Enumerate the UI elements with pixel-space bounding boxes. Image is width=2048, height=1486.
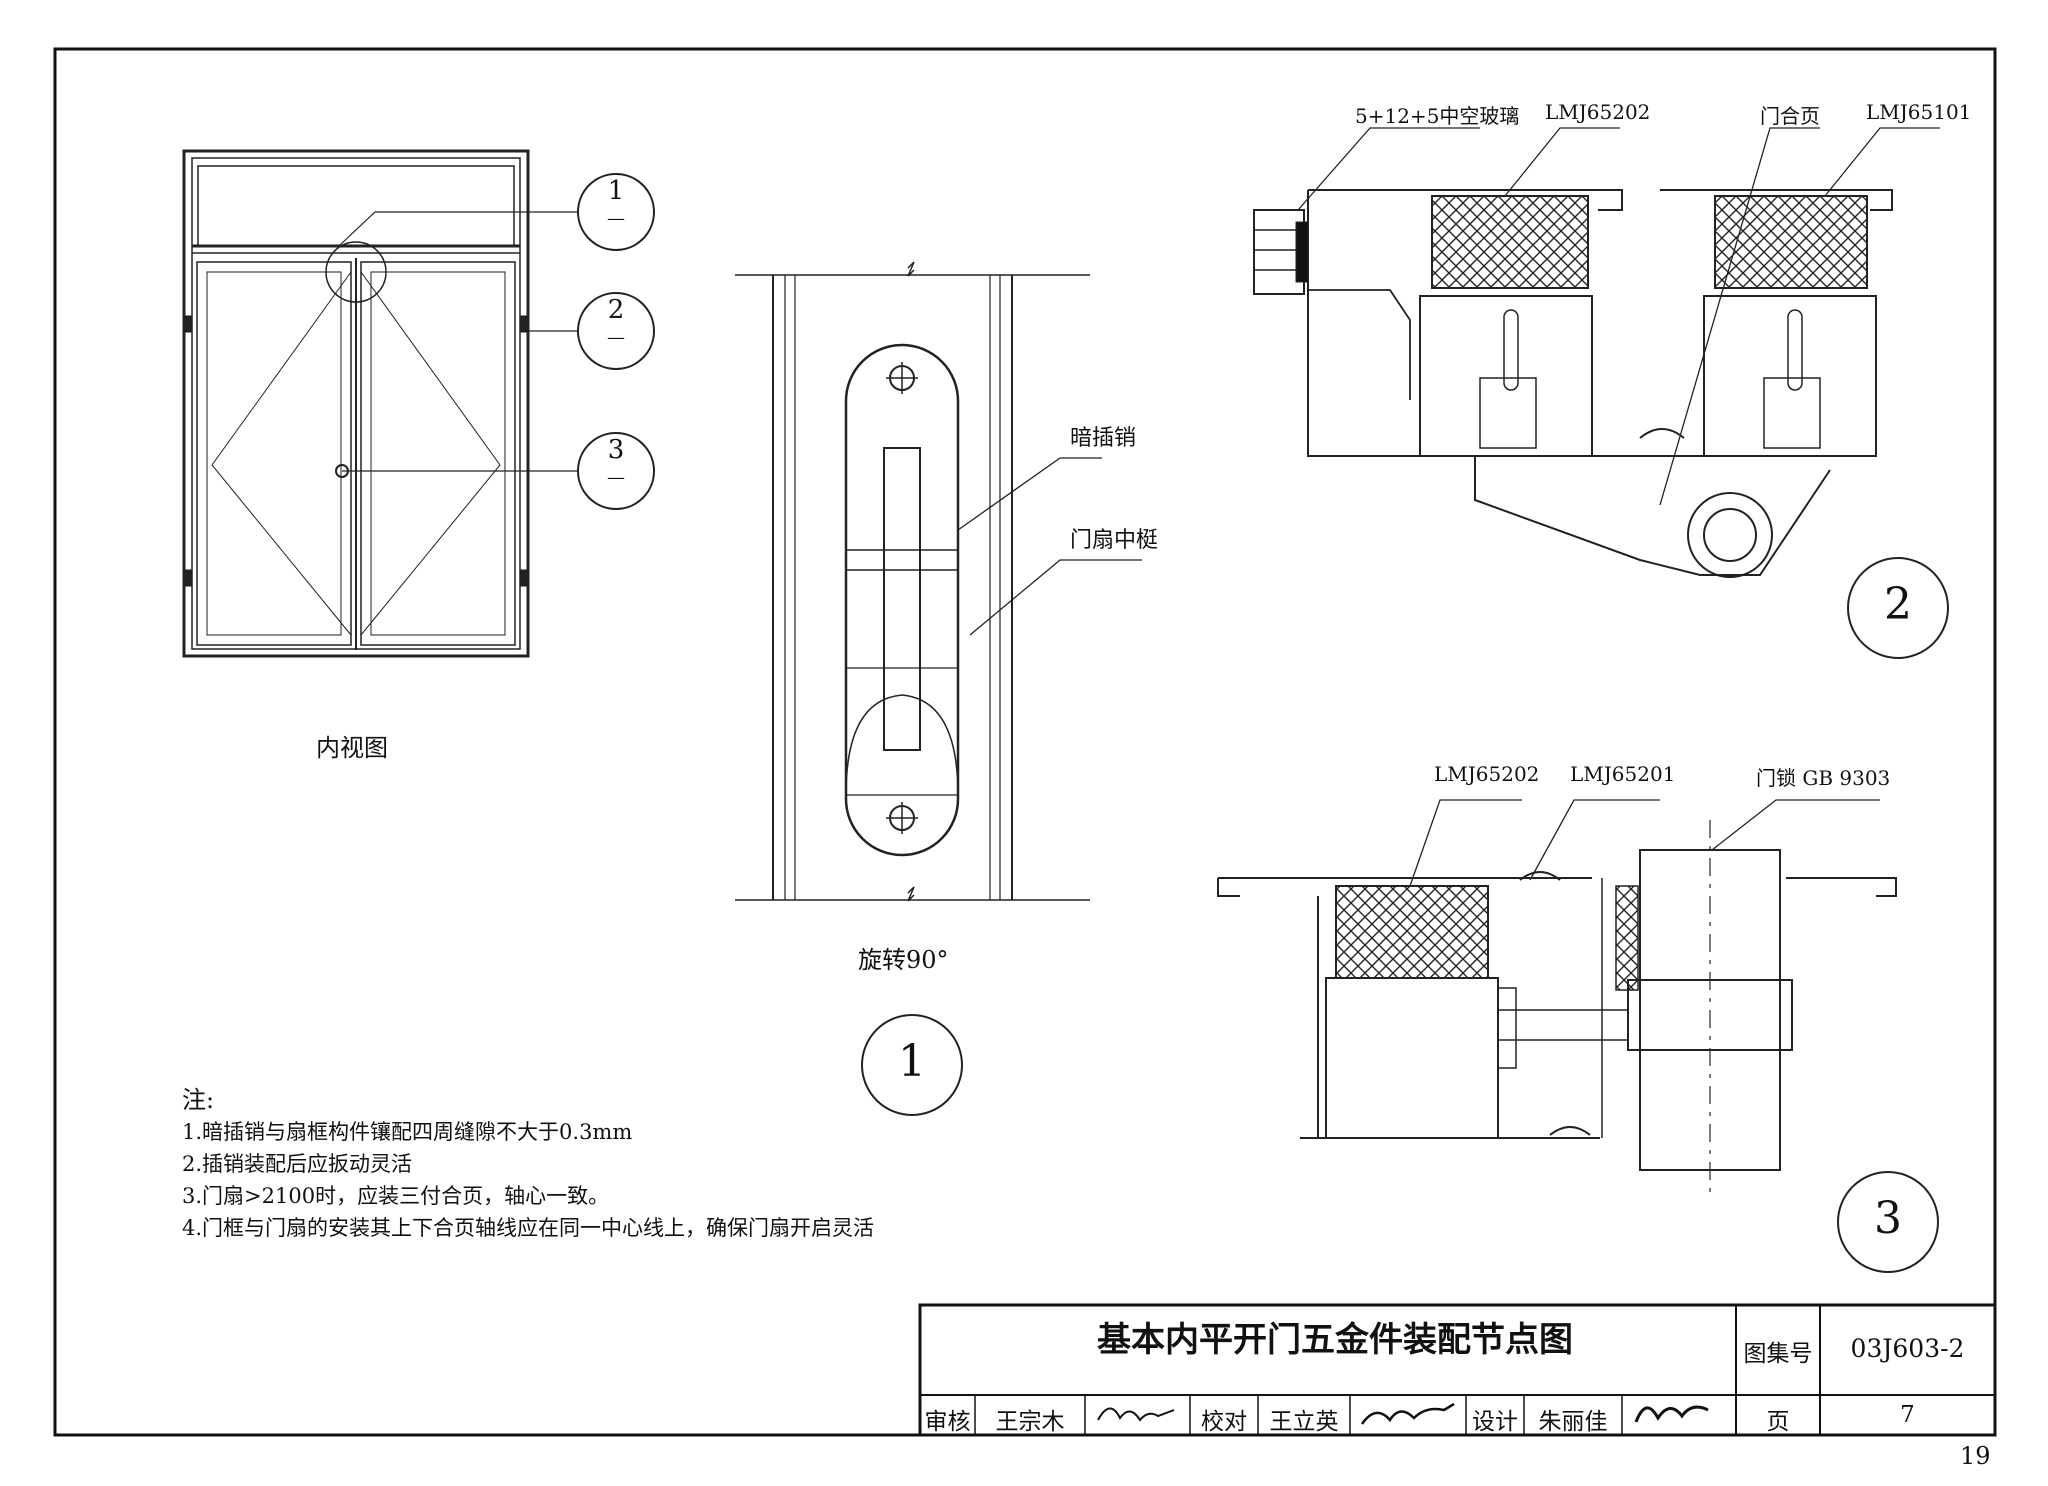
callout-3-dash: — (607, 467, 625, 488)
check-label: 校对 (1201, 1409, 1247, 1435)
elevation-caption: 内视图 (316, 734, 388, 762)
checker-signature (1360, 1402, 1455, 1425)
notes-heading: 注: (182, 1086, 215, 1114)
designer-name: 朱丽佳 (1538, 1409, 1608, 1435)
callout-1-number: 1 (607, 176, 625, 206)
rotate-note: 旋转90° (858, 946, 949, 974)
notes-block: 注: 1.暗插销与扇框构件镶配四周缝隙不大于0.3mm 2.插销装配后应扳动灵活… (182, 1084, 874, 1244)
callout-2-number: 2 (607, 295, 625, 325)
door-elevation (182, 149, 655, 658)
label-door-hinge: 门合页 (1760, 104, 1820, 128)
review-label: 审核 (924, 1409, 971, 1435)
page-label: 页 (1766, 1409, 1790, 1435)
note-item: 4.门框与门扇的安装其上下合页轴线应在同一中心线上，确保门扇开启灵活 (182, 1216, 875, 1240)
sheet-number: 19 (1960, 1442, 1991, 1470)
drawing-title: 基本内平开门五金件装配节点图 (1097, 1320, 1573, 1360)
callout-2-dash: — (607, 327, 625, 348)
note-item: 3.门扇>2100时，应装三付合页，轴心一致。 (182, 1184, 610, 1208)
title-block (918, 1303, 1997, 1437)
label-lmj65202-bottom: LMJ65202 (1434, 762, 1540, 786)
atlas-label: 图集号 (1743, 1341, 1813, 1367)
callout-3-number: 3 (607, 435, 625, 465)
callout-1-dash: — (607, 208, 625, 229)
atlas-number: 03J603-2 (1850, 1334, 1965, 1363)
label-stile: 门扇中梃 (1070, 528, 1159, 553)
detail-1-number: 1 (898, 1036, 926, 1087)
reviewer-name: 王宗木 (995, 1409, 1065, 1435)
label-door-lock: 门锁 GB 9303 (1756, 766, 1891, 790)
reviewer-signature (1097, 1407, 1175, 1422)
design-label: 设计 (1472, 1409, 1518, 1435)
detail-1-drawing (735, 261, 1142, 1116)
label-glass: 5+12+5中空玻璃 (1355, 104, 1520, 128)
note-item: 2.插销装配后应扳动灵活 (182, 1152, 413, 1176)
note-item: 1.暗插销与扇框构件镶配四周缝隙不大于0.3mm (182, 1120, 633, 1144)
detail-2-drawing (1253, 127, 1949, 659)
label-lmj65202-top: LMJ65202 (1545, 100, 1651, 124)
checker-name: 王立英 (1269, 1409, 1339, 1435)
designer-signature (1634, 1405, 1709, 1423)
label-concealed-pin: 暗插销 (1070, 426, 1137, 451)
detail-2-number: 2 (1884, 579, 1912, 630)
detail-3-drawing (1217, 799, 1939, 1273)
page-number: 7 (1900, 1402, 1915, 1428)
label-lmj65201: LMJ65201 (1570, 762, 1676, 786)
detail-3-number: 3 (1874, 1193, 1902, 1244)
label-lmj65101: LMJ65101 (1866, 100, 1972, 124)
